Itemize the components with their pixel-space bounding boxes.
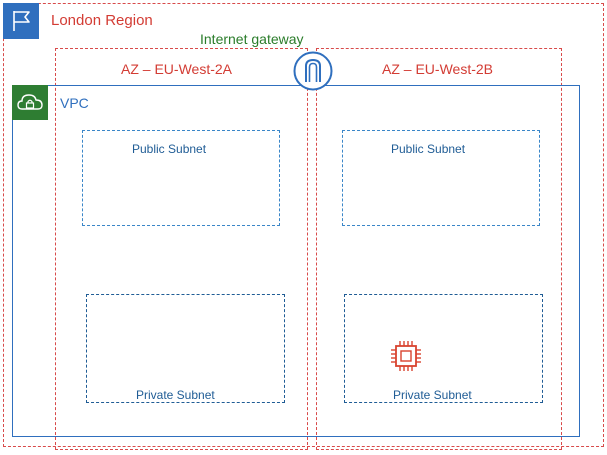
vpc-label: VPC [60,95,89,111]
private-subnet-b-label: Private Subnet [393,388,472,402]
private-subnet-b [344,294,543,403]
region-label: London Region [51,12,153,29]
public-subnet-b [342,130,540,226]
ec2-chip-icon [388,338,424,374]
flag-icon [3,3,39,39]
az-b-label: AZ – EU-West-2B [382,61,493,77]
availability-zone-b [316,48,562,450]
cloud-lock-icon [12,85,48,120]
public-subnet-a-label: Public Subnet [132,142,207,156]
internet-gateway-icon [293,51,333,91]
region-boundary [3,3,604,447]
internet-gateway-label: Internet gateway [200,31,304,47]
public-subnet-a [82,130,280,226]
private-subnet-a [86,294,285,403]
az-a-label: AZ – EU-West-2A [121,61,232,77]
availability-zone-a [55,48,308,450]
public-subnet-b-label: Public Subnet [391,142,466,156]
vpc-boundary [12,85,580,437]
private-subnet-a-label: Private Subnet [136,388,215,402]
